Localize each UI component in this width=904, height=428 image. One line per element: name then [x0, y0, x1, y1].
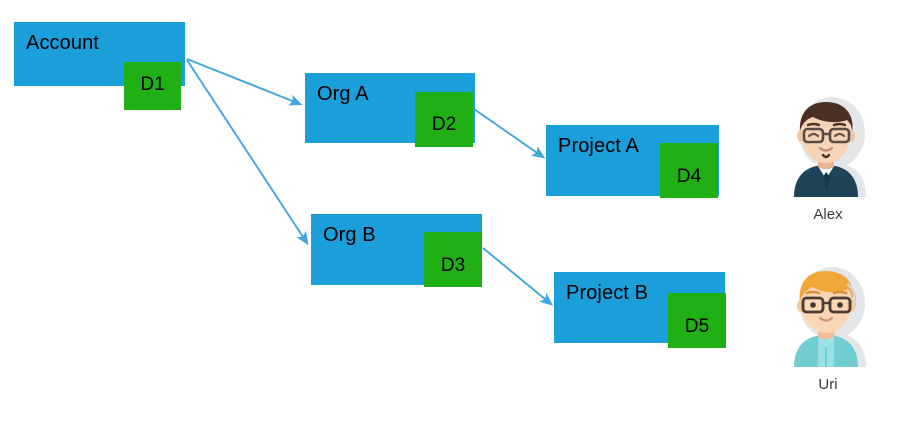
- person-alex[interactable]: Alex: [776, 93, 880, 224]
- badge-d1-label: D1: [140, 74, 165, 95]
- node-project-a-label: Project A: [558, 135, 639, 157]
- edge-account-to-org-a: [186, 58, 303, 106]
- edge-account-to-org-b: [186, 59, 309, 246]
- node-account[interactable]: Account D1: [14, 22, 185, 110]
- node-org-b-label: Org B: [323, 224, 376, 246]
- badge-d2-label: D2: [431, 114, 457, 135]
- person-uri[interactable]: Uri: [776, 263, 880, 394]
- badge-d4-label: D4: [676, 166, 702, 187]
- badge-d3-label: D3: [440, 255, 466, 276]
- person-uri-name: Uri: [818, 376, 838, 393]
- user-avatar-icon-alex: [794, 97, 866, 197]
- node-project-b-label: Project B: [566, 282, 649, 304]
- badge-d5-label: D5: [684, 316, 710, 337]
- node-org-b[interactable]: Org B D3: [311, 214, 482, 287]
- person-alex-name: Alex: [813, 206, 843, 223]
- edge-org-b-to-project-b: [482, 247, 554, 306]
- badge-d1[interactable]: D1: [124, 62, 181, 110]
- node-org-a-label: Org A: [317, 83, 369, 105]
- node-project-b[interactable]: Project B D5: [554, 272, 726, 348]
- node-project-a[interactable]: Project A D4: [546, 125, 719, 198]
- badge-d2[interactable]: D2: [415, 92, 473, 147]
- badge-d4[interactable]: D4: [660, 143, 718, 198]
- badge-d3[interactable]: D3: [424, 232, 482, 287]
- user-avatar-icon-uri: [794, 267, 866, 367]
- edge-org-a-to-project-a: [473, 108, 546, 159]
- badge-d5[interactable]: D5: [668, 293, 726, 348]
- node-account-label: Account: [26, 32, 99, 54]
- node-org-a[interactable]: Org A D2: [305, 73, 475, 147]
